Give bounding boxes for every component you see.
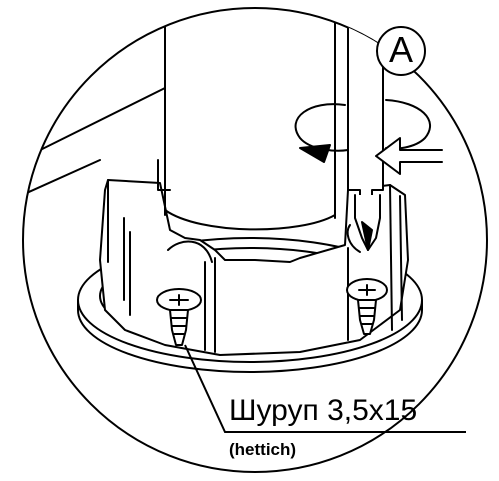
screw-left <box>156 288 202 346</box>
leader-line <box>184 344 466 433</box>
screwdriver <box>346 8 384 253</box>
push-arrow <box>375 137 443 175</box>
screw-spec-label: Шуруп 3,5х15 <box>229 394 418 427</box>
leg-column <box>164 8 336 231</box>
callout-letter: A <box>388 29 413 70</box>
screw-right <box>346 278 388 335</box>
screw-brand-label: (hettich) <box>229 440 297 459</box>
detail-circle <box>22 7 488 473</box>
callout-circle <box>376 26 426 76</box>
